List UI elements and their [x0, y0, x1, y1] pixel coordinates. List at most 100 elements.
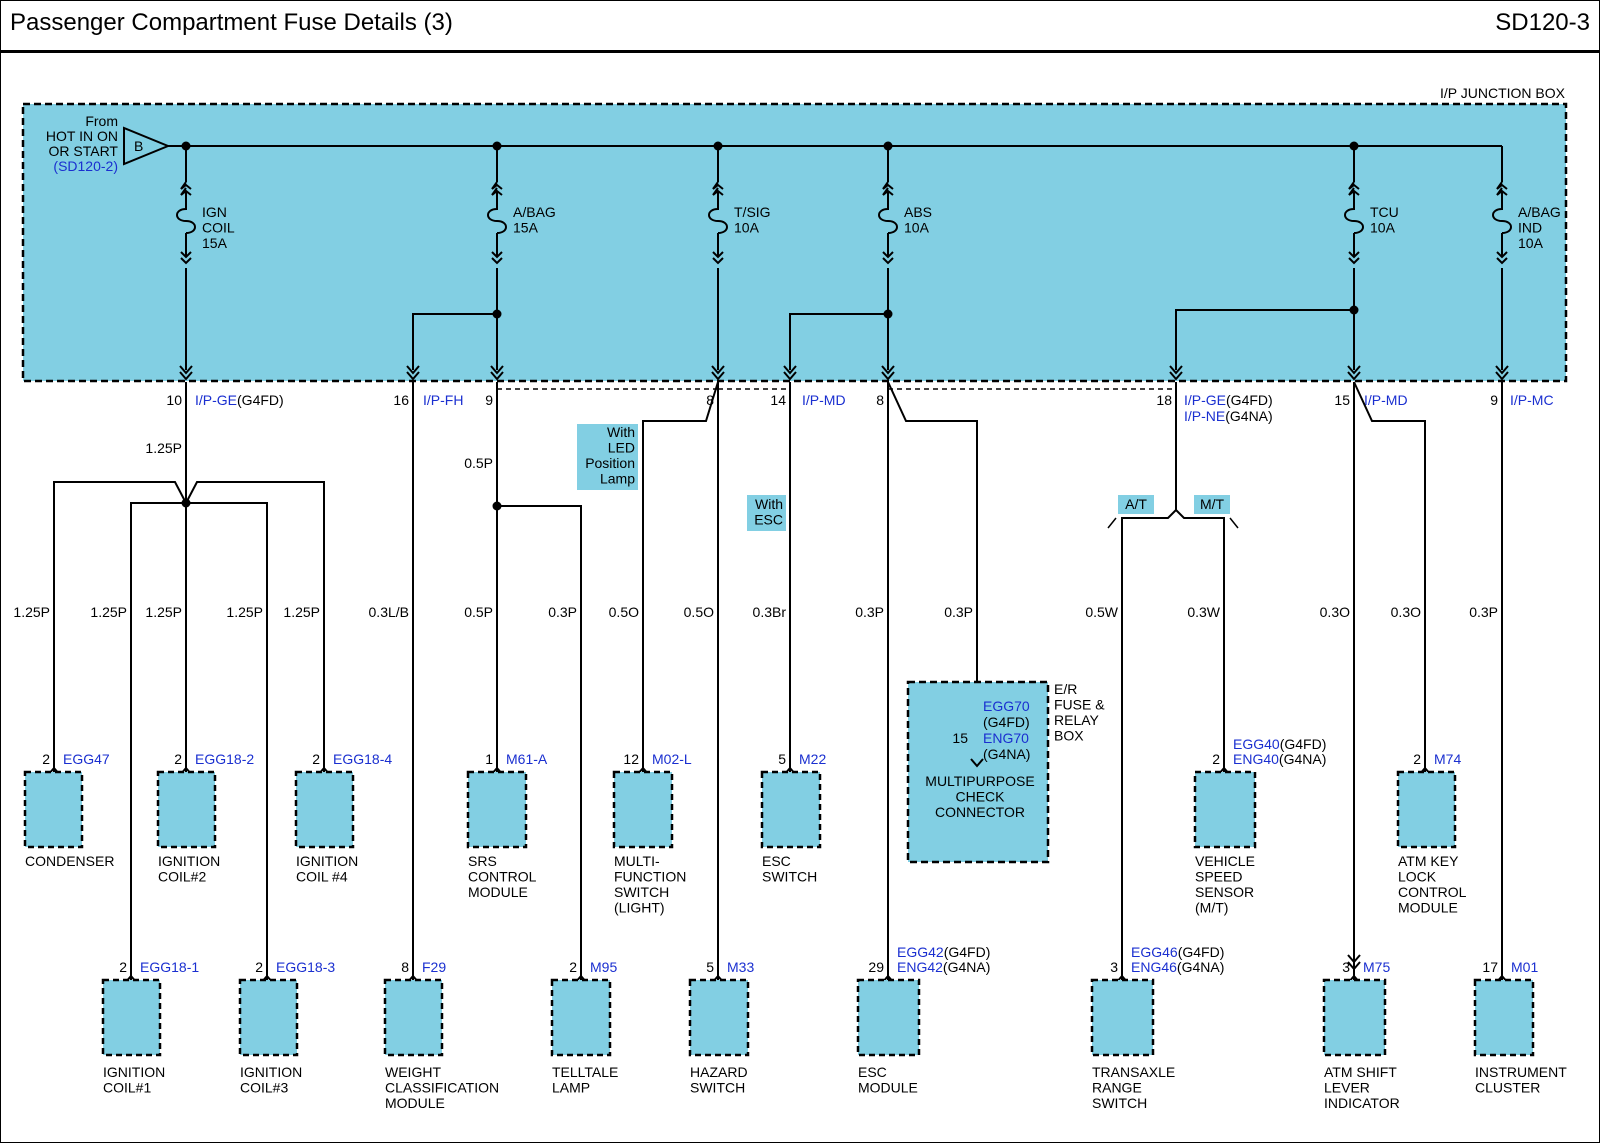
- note-esc-box: [747, 495, 786, 531]
- connector-terminal: [1169, 365, 1183, 381]
- component-connector-condenser: EGG47: [63, 751, 110, 767]
- component-pin-escmod: 29: [868, 959, 884, 975]
- fuse-rating: 15A: [202, 235, 228, 251]
- component-srs: [466, 770, 528, 849]
- wire-spec-w_trans: 0.5W: [1085, 604, 1118, 620]
- component-connector-escmod: EGG42(G4FD): [897, 944, 990, 960]
- connector-terminal: [1347, 365, 1361, 381]
- component-connector-srs: M61-A: [506, 751, 548, 767]
- wire-spec-w_cluster: 0.3P: [1469, 604, 1498, 620]
- mpc-connector: EGG70: [983, 698, 1030, 714]
- wire: [1175, 309, 1354, 370]
- source-text-line2: HOT IN ON: [46, 128, 118, 144]
- fuse-rating: 10A: [904, 220, 930, 236]
- component-pin-coil4: 2: [312, 751, 320, 767]
- component-pin-vss: 2: [1212, 751, 1220, 767]
- connector-switch-mark: [1107, 517, 1239, 529]
- pin-number: 14: [770, 392, 786, 408]
- note-mt-box: [1194, 495, 1230, 514]
- component-connector-alt-escmod: ENG42(G4NA): [897, 959, 990, 975]
- wire: [642, 381, 719, 772]
- wire-spec-w_coil3: 1.25P: [226, 604, 263, 620]
- connector-terminal: [1347, 954, 1361, 971]
- fuse-rating: 15A: [513, 220, 539, 236]
- component-connector-vss: EGG40(G4FD): [1233, 736, 1326, 752]
- pin-number: 9: [1490, 392, 1498, 408]
- component-pin-trans: 3: [1110, 959, 1118, 975]
- fuse-symbol: [1344, 181, 1364, 265]
- component-connector-coil2: EGG18-2: [195, 751, 254, 767]
- pin-number: 8: [876, 392, 884, 408]
- wire-spec-w_condenser: 1.25P: [13, 604, 50, 620]
- mpc-connector-alt-extra: (G4NA): [983, 746, 1030, 762]
- component-pin-atmkey: 2: [1413, 751, 1421, 767]
- component-trans: [1090, 978, 1155, 1057]
- component-connector-telltale: M95: [590, 959, 617, 975]
- wire-spec-w_weight: 0.3L/B: [369, 604, 409, 620]
- component-connector-weight: F29: [422, 959, 446, 975]
- fuse-rating: 10A: [734, 220, 760, 236]
- component-connector-alt-trans: ENG46(G4NA): [1131, 959, 1224, 975]
- connector-terminal: [711, 365, 725, 381]
- junction-box-label: I/P JUNCTION BOX: [1440, 85, 1566, 101]
- source-text-line3: OR START: [49, 143, 119, 159]
- junction-box: [21, 102, 1568, 383]
- component-label-condenser: CONDENSER: [25, 853, 114, 869]
- note-led-box: [577, 424, 638, 490]
- connector-terminal: [783, 365, 797, 381]
- wire: [130, 502, 186, 980]
- component-pin-coil2: 2: [174, 751, 182, 767]
- component-cluster: [1473, 978, 1535, 1057]
- note-at-text: A/T: [1125, 496, 1147, 512]
- fuse-rating: 10A: [1370, 220, 1396, 236]
- component-pin-coil3: 2: [255, 959, 263, 975]
- component-pin-coil1: 2: [119, 959, 127, 975]
- component-coil1: [101, 978, 162, 1057]
- source-from-text: From: [85, 113, 118, 129]
- wire: [887, 381, 978, 765]
- wire-spec-w_srs: 0.5P: [464, 604, 493, 620]
- wire-spec-w_mfs: 0.5O: [609, 604, 639, 620]
- note-mt-text: M/T: [1200, 496, 1225, 512]
- pin-number: 15: [1334, 392, 1350, 408]
- wire: [1121, 509, 1177, 980]
- pin-number: 8: [706, 392, 714, 408]
- page-header: Passenger Compartment Fuse Details (3) S…: [0, 0, 1600, 53]
- wire: [497, 505, 582, 980]
- component-connector-coil1: EGG18-1: [140, 959, 199, 975]
- connector-terminal: [179, 365, 193, 381]
- connector-label: I/P-GE(G4FD): [1184, 392, 1273, 408]
- fuse-symbol: [708, 181, 728, 265]
- wire-spec-w_atmkey: 0.3O: [1391, 604, 1421, 620]
- wire-spec-w_escsw: 0.3Br: [753, 604, 787, 620]
- component-pin-srs: 1: [485, 751, 493, 767]
- fuse-symbol: [1492, 181, 1512, 265]
- connector-terminal: [881, 365, 895, 381]
- component-pin-weight: 8: [401, 959, 409, 975]
- component-connector-alt-vss: ENG40(G4NA): [1233, 751, 1326, 767]
- pin-number: 18: [1156, 392, 1172, 408]
- component-condenser: [23, 770, 84, 849]
- component-pin-atmshift: 3: [1342, 959, 1350, 975]
- component-pin-mfs: 12: [623, 751, 639, 767]
- wire: [186, 502, 268, 980]
- fuse-rating: 10A: [1518, 235, 1544, 251]
- connector-terminal: [1495, 365, 1509, 381]
- component-escmod: [856, 978, 921, 1057]
- component-connector-cluster: M01: [1511, 959, 1538, 975]
